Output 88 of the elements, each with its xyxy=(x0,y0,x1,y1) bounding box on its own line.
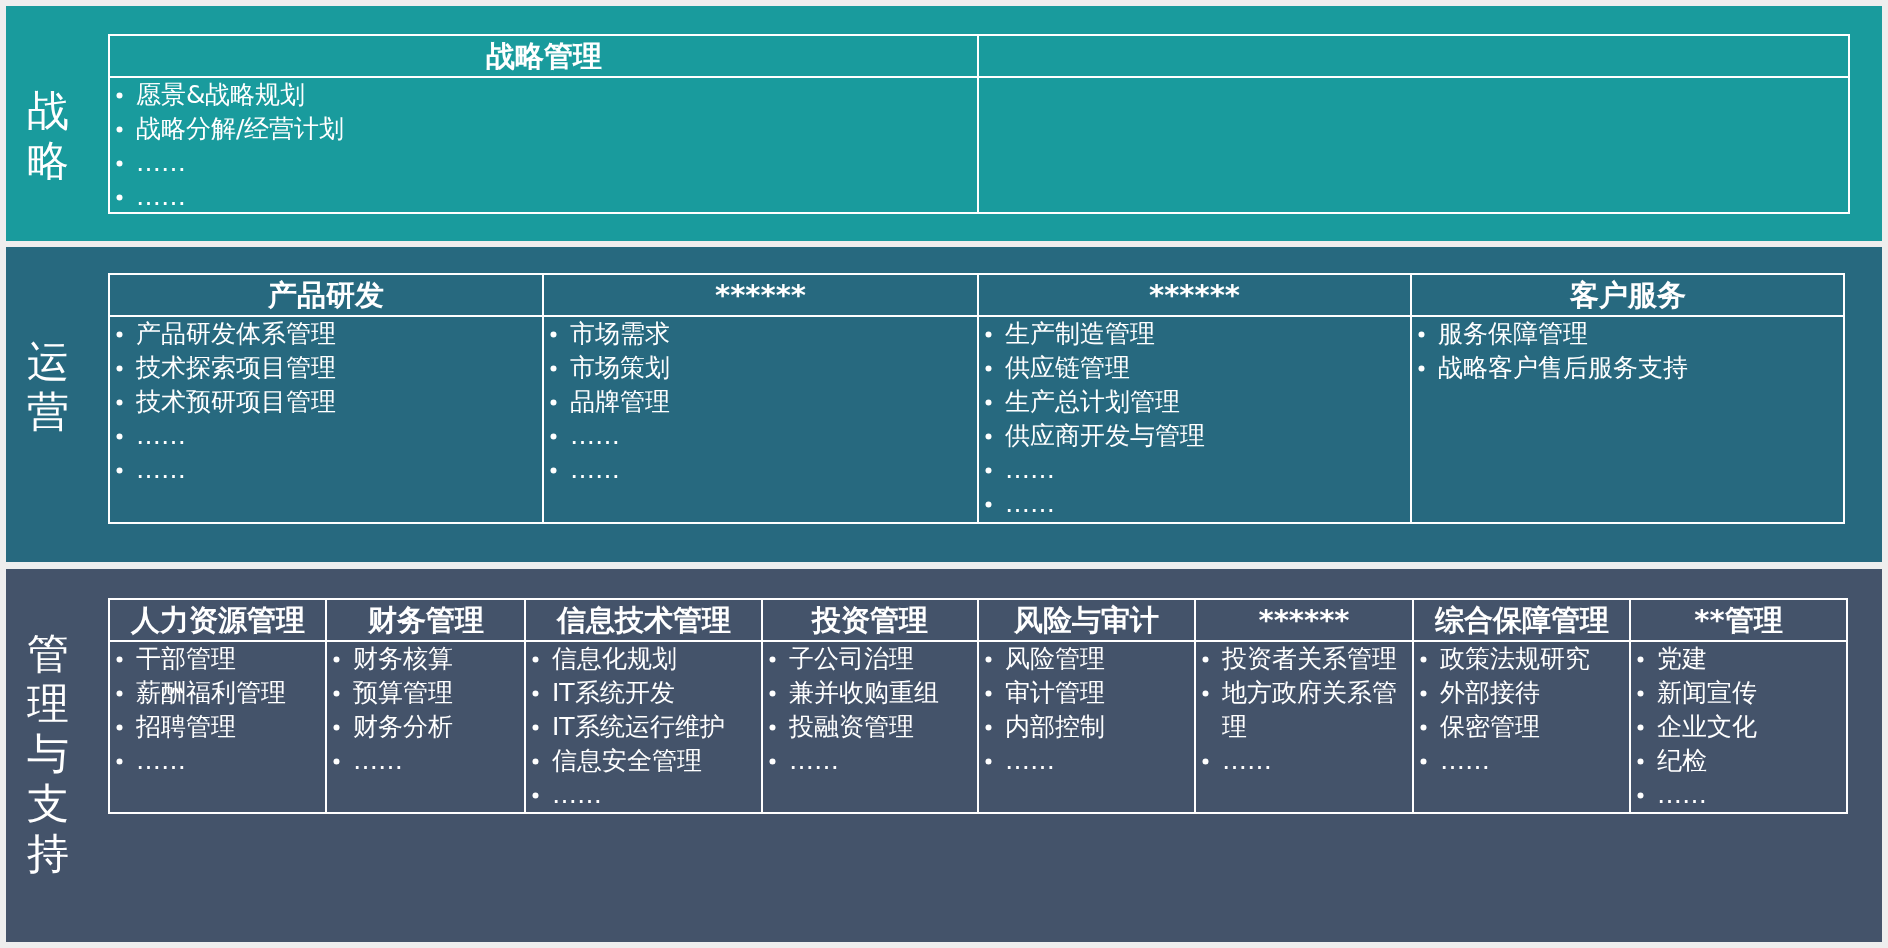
bullet-item: 地方政府关系管理 xyxy=(1222,677,1398,743)
bullet-item: 党建 xyxy=(1657,643,1708,675)
column-header: 客户服务 xyxy=(1412,275,1843,317)
bullet-item: 干部管理 xyxy=(136,643,237,675)
bullet-item: 外部接待 xyxy=(1440,677,1541,709)
bullet-item: 内部控制 xyxy=(1005,711,1106,743)
column-header: ****** xyxy=(979,275,1410,317)
bullet-item: 生产制造管理 xyxy=(1005,318,1156,350)
bullet-item: …… xyxy=(1005,488,1056,520)
column-header: 财务管理 xyxy=(327,600,524,642)
column-header: 人力资源管理 xyxy=(110,600,325,642)
table-column xyxy=(325,598,526,814)
table-column xyxy=(1412,598,1631,814)
bullet-item: 投融资管理 xyxy=(789,711,915,743)
bullet-item: 信息化规划 xyxy=(552,643,678,675)
bullet-item: …… xyxy=(136,454,187,486)
bullet-item: 兼并收购重组 xyxy=(789,677,940,709)
table-column xyxy=(977,34,1850,214)
section-label: 管理与支持 xyxy=(26,629,70,879)
bullet-item: 服务保障管理 xyxy=(1438,318,1589,350)
section-band xyxy=(6,569,1882,942)
table-column xyxy=(1194,598,1414,814)
bullet-item: …… xyxy=(136,147,187,179)
bullet-item: 招聘管理 xyxy=(136,711,237,743)
bullet-item: …… xyxy=(1005,745,1056,777)
bullet-item: 市场需求 xyxy=(570,318,671,350)
bullet-item: 供应链管理 xyxy=(1005,352,1131,384)
bullet-item: 预算管理 xyxy=(353,677,454,709)
bullet-item: 纪检 xyxy=(1657,745,1708,777)
table-column xyxy=(977,598,1196,814)
bullet-item: 市场策划 xyxy=(570,352,671,384)
bullet-item: …… xyxy=(570,420,621,452)
bullet-item: 财务核算 xyxy=(353,643,454,675)
bullet-item: 技术探索项目管理 xyxy=(136,352,337,384)
bullet-item: 财务分析 xyxy=(353,711,454,743)
bullet-item: 产品研发体系管理 xyxy=(136,318,337,350)
section-label: 战略 xyxy=(26,86,70,186)
table-column xyxy=(1629,598,1848,814)
bullet-item: …… xyxy=(570,454,621,486)
column-header: **管理 xyxy=(1631,600,1846,642)
bullet-item: 子公司治理 xyxy=(789,643,915,675)
column-header: 战略管理 xyxy=(110,36,977,78)
bullet-item: …… xyxy=(1005,454,1056,486)
column-header: 投资管理 xyxy=(763,600,977,642)
bullet-item: 新闻宣传 xyxy=(1657,677,1758,709)
section-band xyxy=(6,6,1882,241)
bullet-item: …… xyxy=(136,745,187,777)
bullet-item: 供应商开发与管理 xyxy=(1005,420,1206,452)
bullet-item: 保密管理 xyxy=(1440,711,1541,743)
column-header: 综合保障管理 xyxy=(1414,600,1629,642)
table-column xyxy=(108,34,979,214)
column-header: 产品研发 xyxy=(110,275,542,317)
bullet-item: …… xyxy=(1222,745,1273,777)
bullet-item: 战略分解/经营计划 xyxy=(136,113,346,145)
bullet-item: 审计管理 xyxy=(1005,677,1106,709)
bullet-item: …… xyxy=(1440,745,1491,777)
bullet-item: 政策法规研究 xyxy=(1440,643,1591,675)
table-column xyxy=(542,273,979,524)
bullet-item: 愿景&战略规划 xyxy=(136,79,307,111)
column-header: 风险与审计 xyxy=(979,600,1194,642)
bullet-item: 品牌管理 xyxy=(570,386,671,418)
bullet-item: 风险管理 xyxy=(1005,643,1106,675)
bullet-item: 战略客户售后服务支持 xyxy=(1438,352,1689,384)
bullet-item: …… xyxy=(1657,779,1708,811)
bullet-item: 技术预研项目管理 xyxy=(136,386,337,418)
bullet-item: 投资者关系管理 xyxy=(1222,643,1398,675)
table-column xyxy=(524,598,763,814)
bullet-item: …… xyxy=(552,779,603,811)
column-header: ****** xyxy=(1196,600,1412,642)
bullet-item: 薪酬福利管理 xyxy=(136,677,287,709)
section-band xyxy=(6,247,1882,562)
table-column xyxy=(108,273,544,524)
table-column xyxy=(761,598,979,814)
column-header: 信息技术管理 xyxy=(526,600,761,642)
bullet-item: …… xyxy=(136,181,187,213)
bullet-item: 信息安全管理 xyxy=(552,745,703,777)
table-column xyxy=(977,273,1412,524)
table-column xyxy=(1410,273,1845,524)
column-header: ****** xyxy=(544,275,977,317)
section-label: 运营 xyxy=(26,337,70,437)
bullet-item: …… xyxy=(789,745,840,777)
bullet-item: 企业文化 xyxy=(1657,711,1758,743)
bullet-item: 生产总计划管理 xyxy=(1005,386,1181,418)
bullet-item: IT系统开发 xyxy=(552,677,676,709)
bullet-item: …… xyxy=(136,420,187,452)
bullet-item: IT系统运行维护 xyxy=(552,711,726,743)
table-column xyxy=(108,598,327,814)
bullet-item: …… xyxy=(353,745,404,777)
